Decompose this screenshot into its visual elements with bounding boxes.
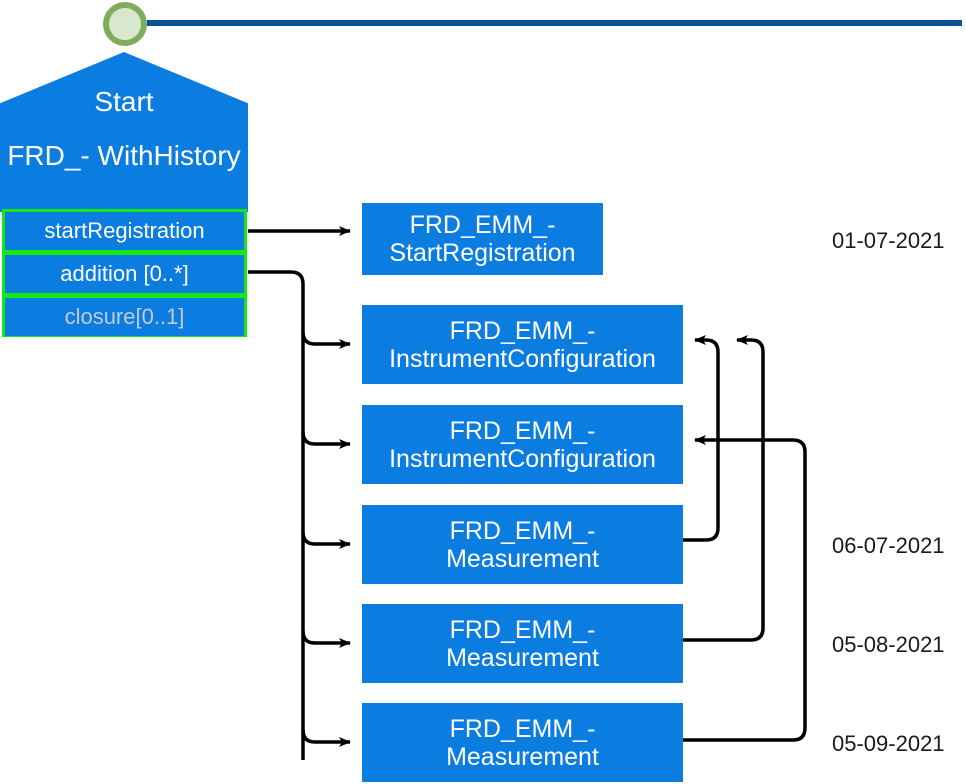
date-label-measurement-1: 06-07-2021: [832, 533, 945, 558]
circle-node-icon: [103, 2, 147, 46]
compartment-closure[interactable]: closure[0..1]: [5, 298, 244, 336]
node-measurement-2-line-1: FRD_EMM_-: [449, 615, 596, 644]
node-instrument-configuration-2[interactable]: FRD_EMM_- InstrumentConfiguration: [362, 405, 683, 484]
start-node-subtitle: FRD_- WithHistory: [0, 140, 248, 172]
edge-measurement-1-to-instrument-configuration-1: [683, 335, 720, 542]
compartment-addition[interactable]: addition [0..*]: [5, 255, 244, 293]
node-start-registration[interactable]: FRD_EMM_- StartRegistration: [362, 203, 603, 275]
start-node[interactable]: Start FRD_- WithHistory: [0, 52, 248, 212]
compartment-group-highlight: startRegistration addition [0..*] closur…: [2, 209, 247, 337]
date-label-measurement-3: 05-09-2021: [832, 731, 945, 756]
node-instrument-configuration-1-line-1: FRD_EMM_-: [449, 316, 596, 345]
node-instrument-configuration-1[interactable]: FRD_EMM_- InstrumentConfiguration: [362, 305, 683, 384]
start-node-subtitle-line-1: FRD_-: [7, 140, 90, 171]
node-instrument-configuration-2-line-2: InstrumentConfiguration: [389, 444, 656, 473]
node-start-registration-line-2: StartRegistration: [389, 239, 576, 267]
start-node-title: Start: [94, 86, 154, 117]
node-measurement-3-line-1: FRD_EMM_-: [449, 714, 596, 743]
node-measurement-1-line-2: Measurement: [446, 544, 599, 573]
start-node-text: Start FRD_- WithHistory: [0, 52, 248, 212]
node-instrument-configuration-1-line-2: InstrumentConfiguration: [389, 344, 656, 373]
edge-addition-to-instrument-configuration-1: [301, 331, 351, 349]
edge-measurement-2-to-instrument-configuration-1: [683, 335, 765, 642]
lifeline-axis: [147, 20, 962, 26]
compartment-start-registration-label: startRegistration: [44, 218, 205, 243]
compartment-addition-label: addition [0..*]: [60, 261, 189, 286]
node-measurement-3-line-2: Measurement: [446, 742, 599, 771]
node-measurement-2-line-2: Measurement: [446, 643, 599, 672]
node-instrument-configuration-2-line-1: FRD_EMM_-: [449, 416, 596, 445]
edge-addition-to-measurement-1: [301, 531, 351, 549]
compartment-start-registration[interactable]: startRegistration: [5, 212, 244, 250]
node-measurement-1[interactable]: FRD_EMM_- Measurement: [362, 505, 683, 584]
edge-addition-to-instrument-configuration-2: [301, 431, 351, 449]
date-label-start-registration: 01-07-2021: [832, 228, 945, 253]
edge-measurement-3-to-instrument-configuration-2: [683, 435, 807, 742]
edge-addition-to-measurement-3: [301, 729, 351, 747]
compartment-closure-label: closure[0..1]: [64, 304, 185, 329]
node-start-registration-line-1: FRD_EMM_-: [409, 211, 556, 239]
edge-addition-trunk: [248, 270, 305, 760]
node-measurement-1-line-1: FRD_EMM_-: [449, 516, 596, 545]
date-label-measurement-2: 05-08-2021: [832, 632, 945, 657]
node-measurement-3[interactable]: FRD_EMM_- Measurement: [362, 703, 683, 782]
edge-addition-to-measurement-2: [301, 630, 351, 648]
start-node-subtitle-line-2: WithHistory: [97, 140, 241, 171]
node-measurement-2[interactable]: FRD_EMM_- Measurement: [362, 604, 683, 683]
